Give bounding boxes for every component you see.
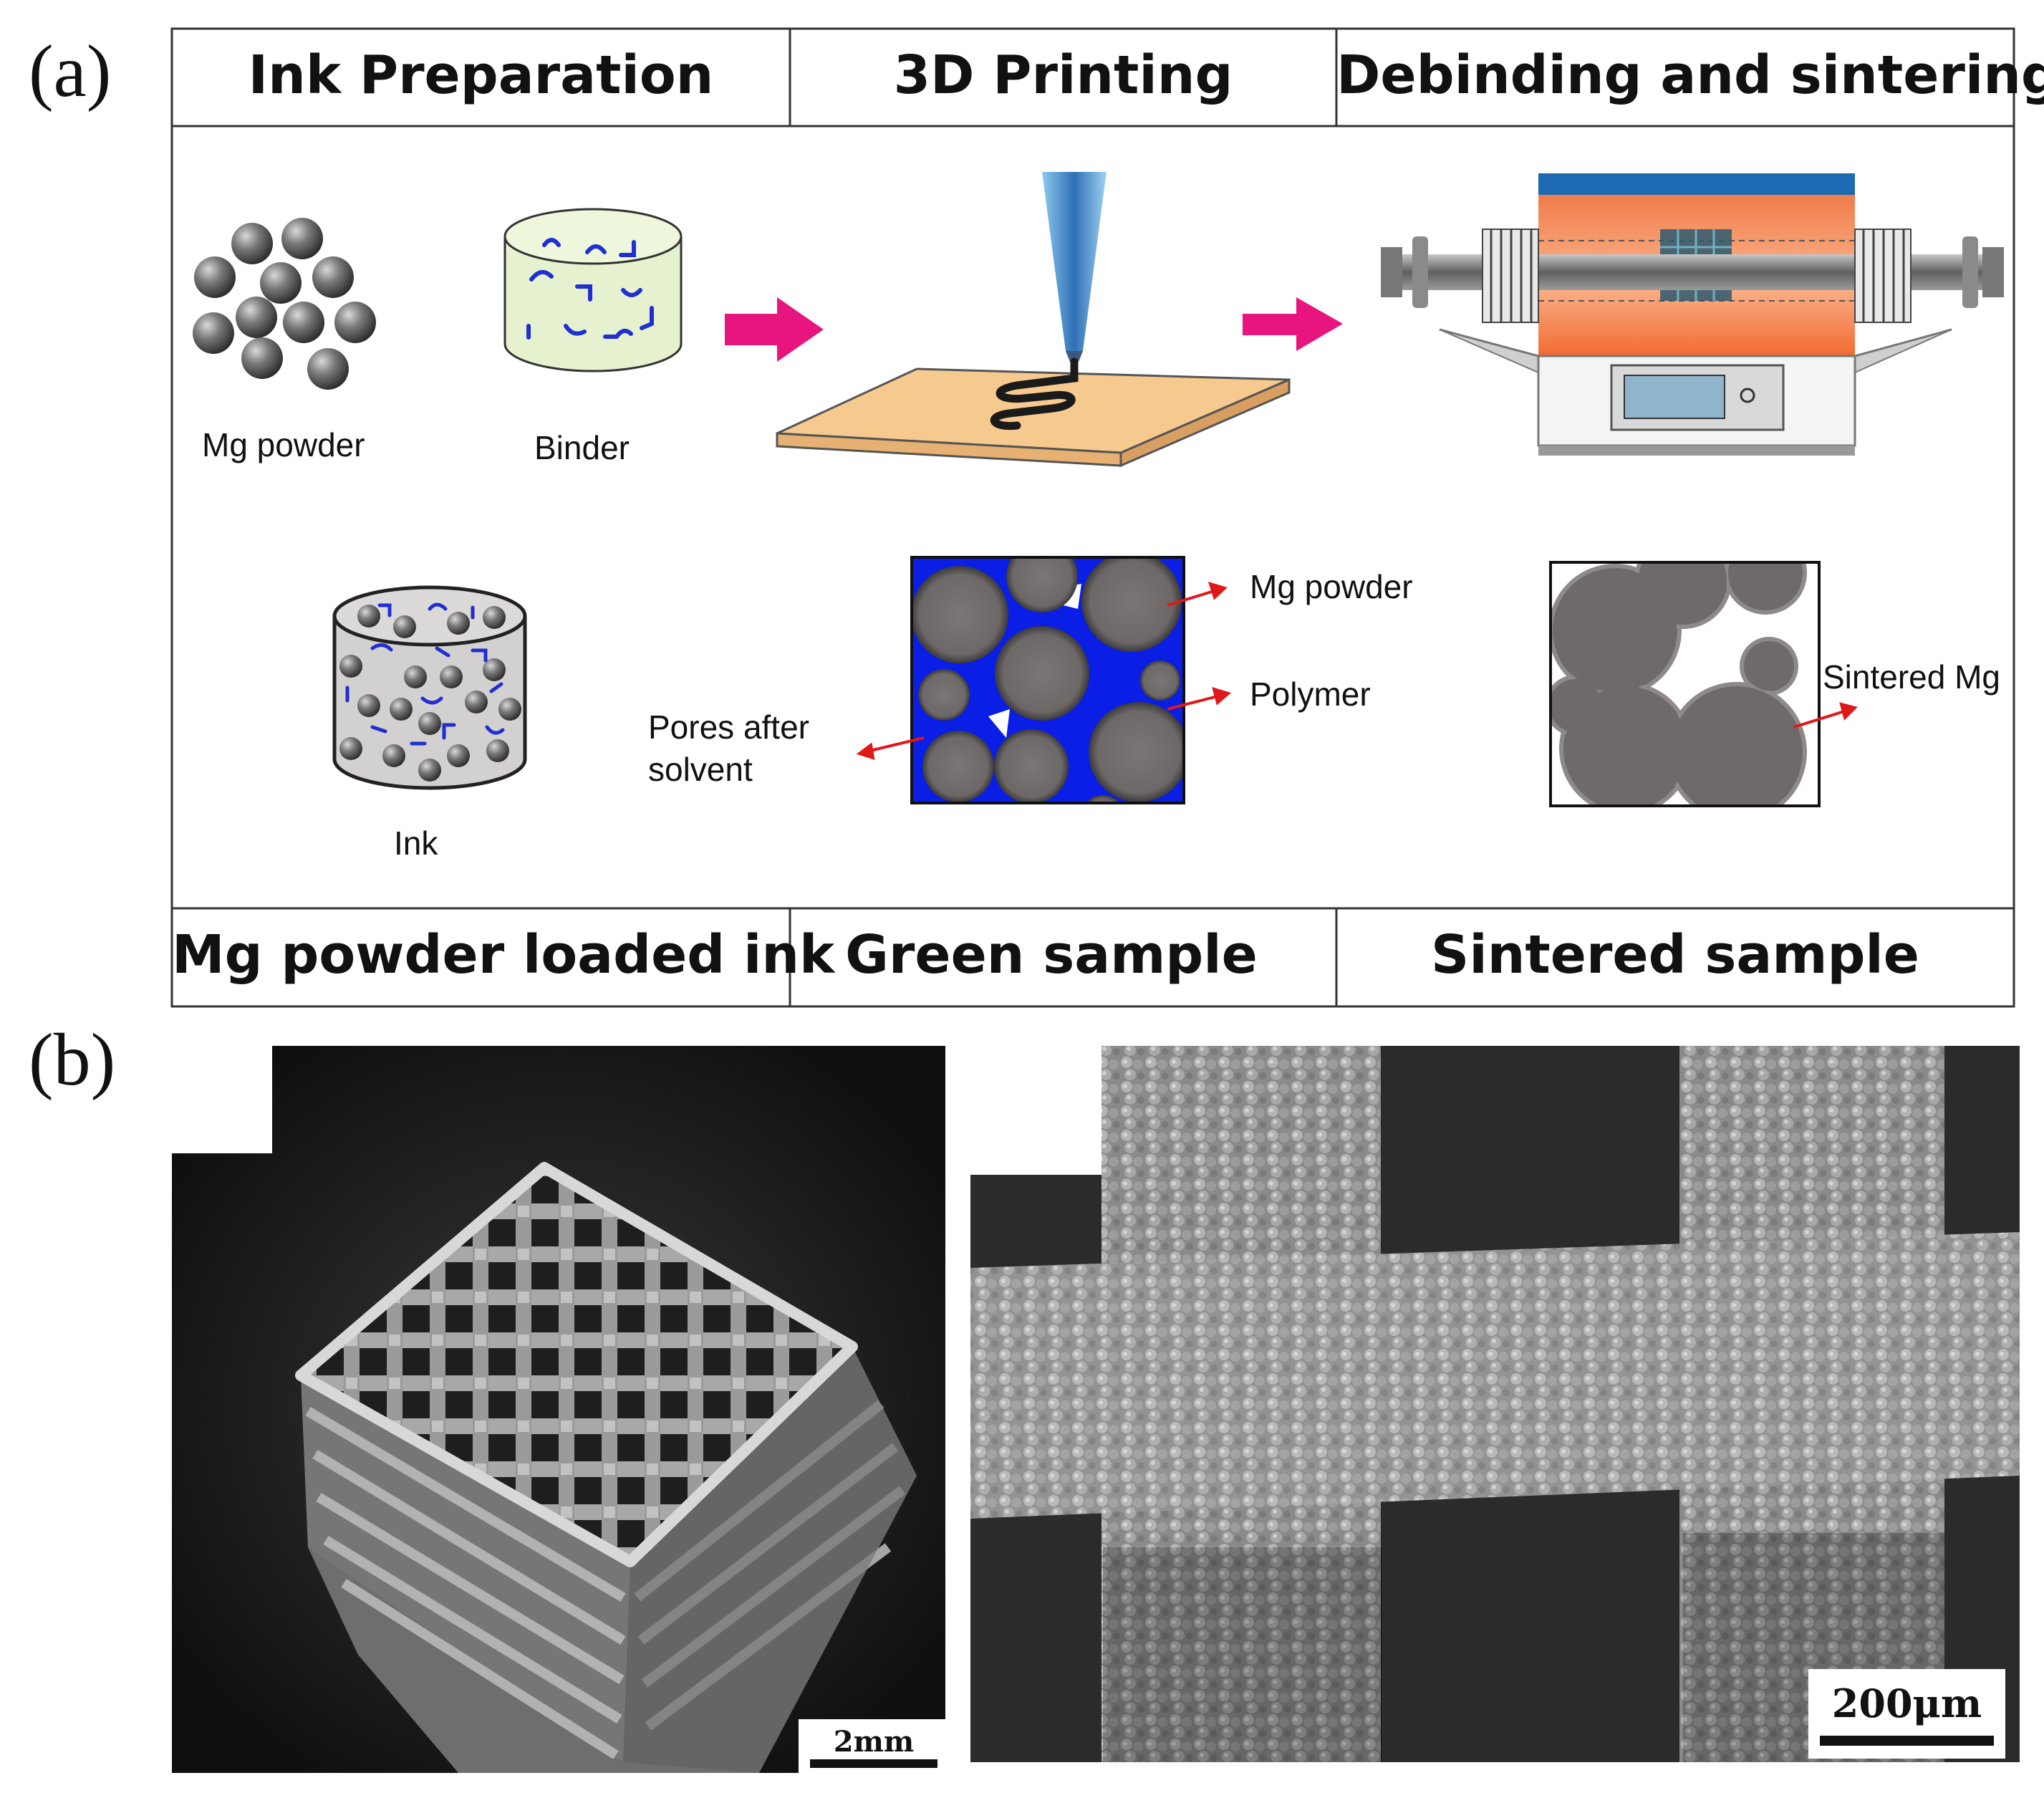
sem-left-scaffold (172, 1046, 945, 1773)
panel-label-b: (b) (29, 1019, 116, 1101)
scale-bar-left: 2mm (799, 1719, 949, 1777)
header-3d-printing: 3D Printing (893, 44, 1233, 106)
panel-a-frame (170, 27, 2015, 1008)
label-pores-line2: solvent (648, 751, 753, 788)
furnace (1381, 173, 2004, 456)
process-illustration (193, 172, 2004, 807)
label-ink: Ink (394, 825, 438, 862)
mg-powder-cluster (193, 218, 376, 390)
scale-bar-right-text: 200μm (1831, 1681, 1982, 1726)
scale-bar-left-text: 2mm (833, 1725, 915, 1759)
panel-label-a: (a) (29, 30, 112, 112)
sintered-sample-micrograph (1549, 561, 1821, 807)
header-debinding-sintering: Debinding and sintering (1336, 44, 2044, 106)
label-binder: Binder (534, 429, 630, 466)
pink-arrows (725, 297, 1343, 362)
panel-b-sem-images (172, 1046, 2020, 1773)
header-ink-preparation: Ink Preparation (248, 44, 714, 106)
footer-green-sample: Green sample (845, 924, 1258, 986)
footer-sintered-sample: Sintered sample (1431, 924, 1919, 986)
footer-mg-powder-loaded-ink: Mg powder loaded ink (172, 924, 835, 986)
label-mg-powder: Mg powder (202, 426, 365, 463)
binder-cylinder (503, 208, 683, 372)
red-arrows (856, 581, 1858, 760)
printing-plate-and-nozzle (776, 172, 1291, 468)
scale-bar-right-line (1820, 1736, 1994, 1746)
label-polymer: Polymer (1250, 676, 1371, 713)
green-sample-micrograph (910, 556, 1185, 804)
label-sintered-mg: Sintered Mg (1823, 658, 2001, 696)
sem-right-struts (970, 1046, 2020, 1762)
label-green-mg-powder: Mg powder (1250, 568, 1413, 605)
label-pores-line1: Pores after (648, 708, 809, 746)
scale-bar-right: 200μm (1808, 1669, 2005, 1759)
ink-cylinder (332, 585, 527, 790)
scale-bar-left-line (810, 1759, 937, 1768)
